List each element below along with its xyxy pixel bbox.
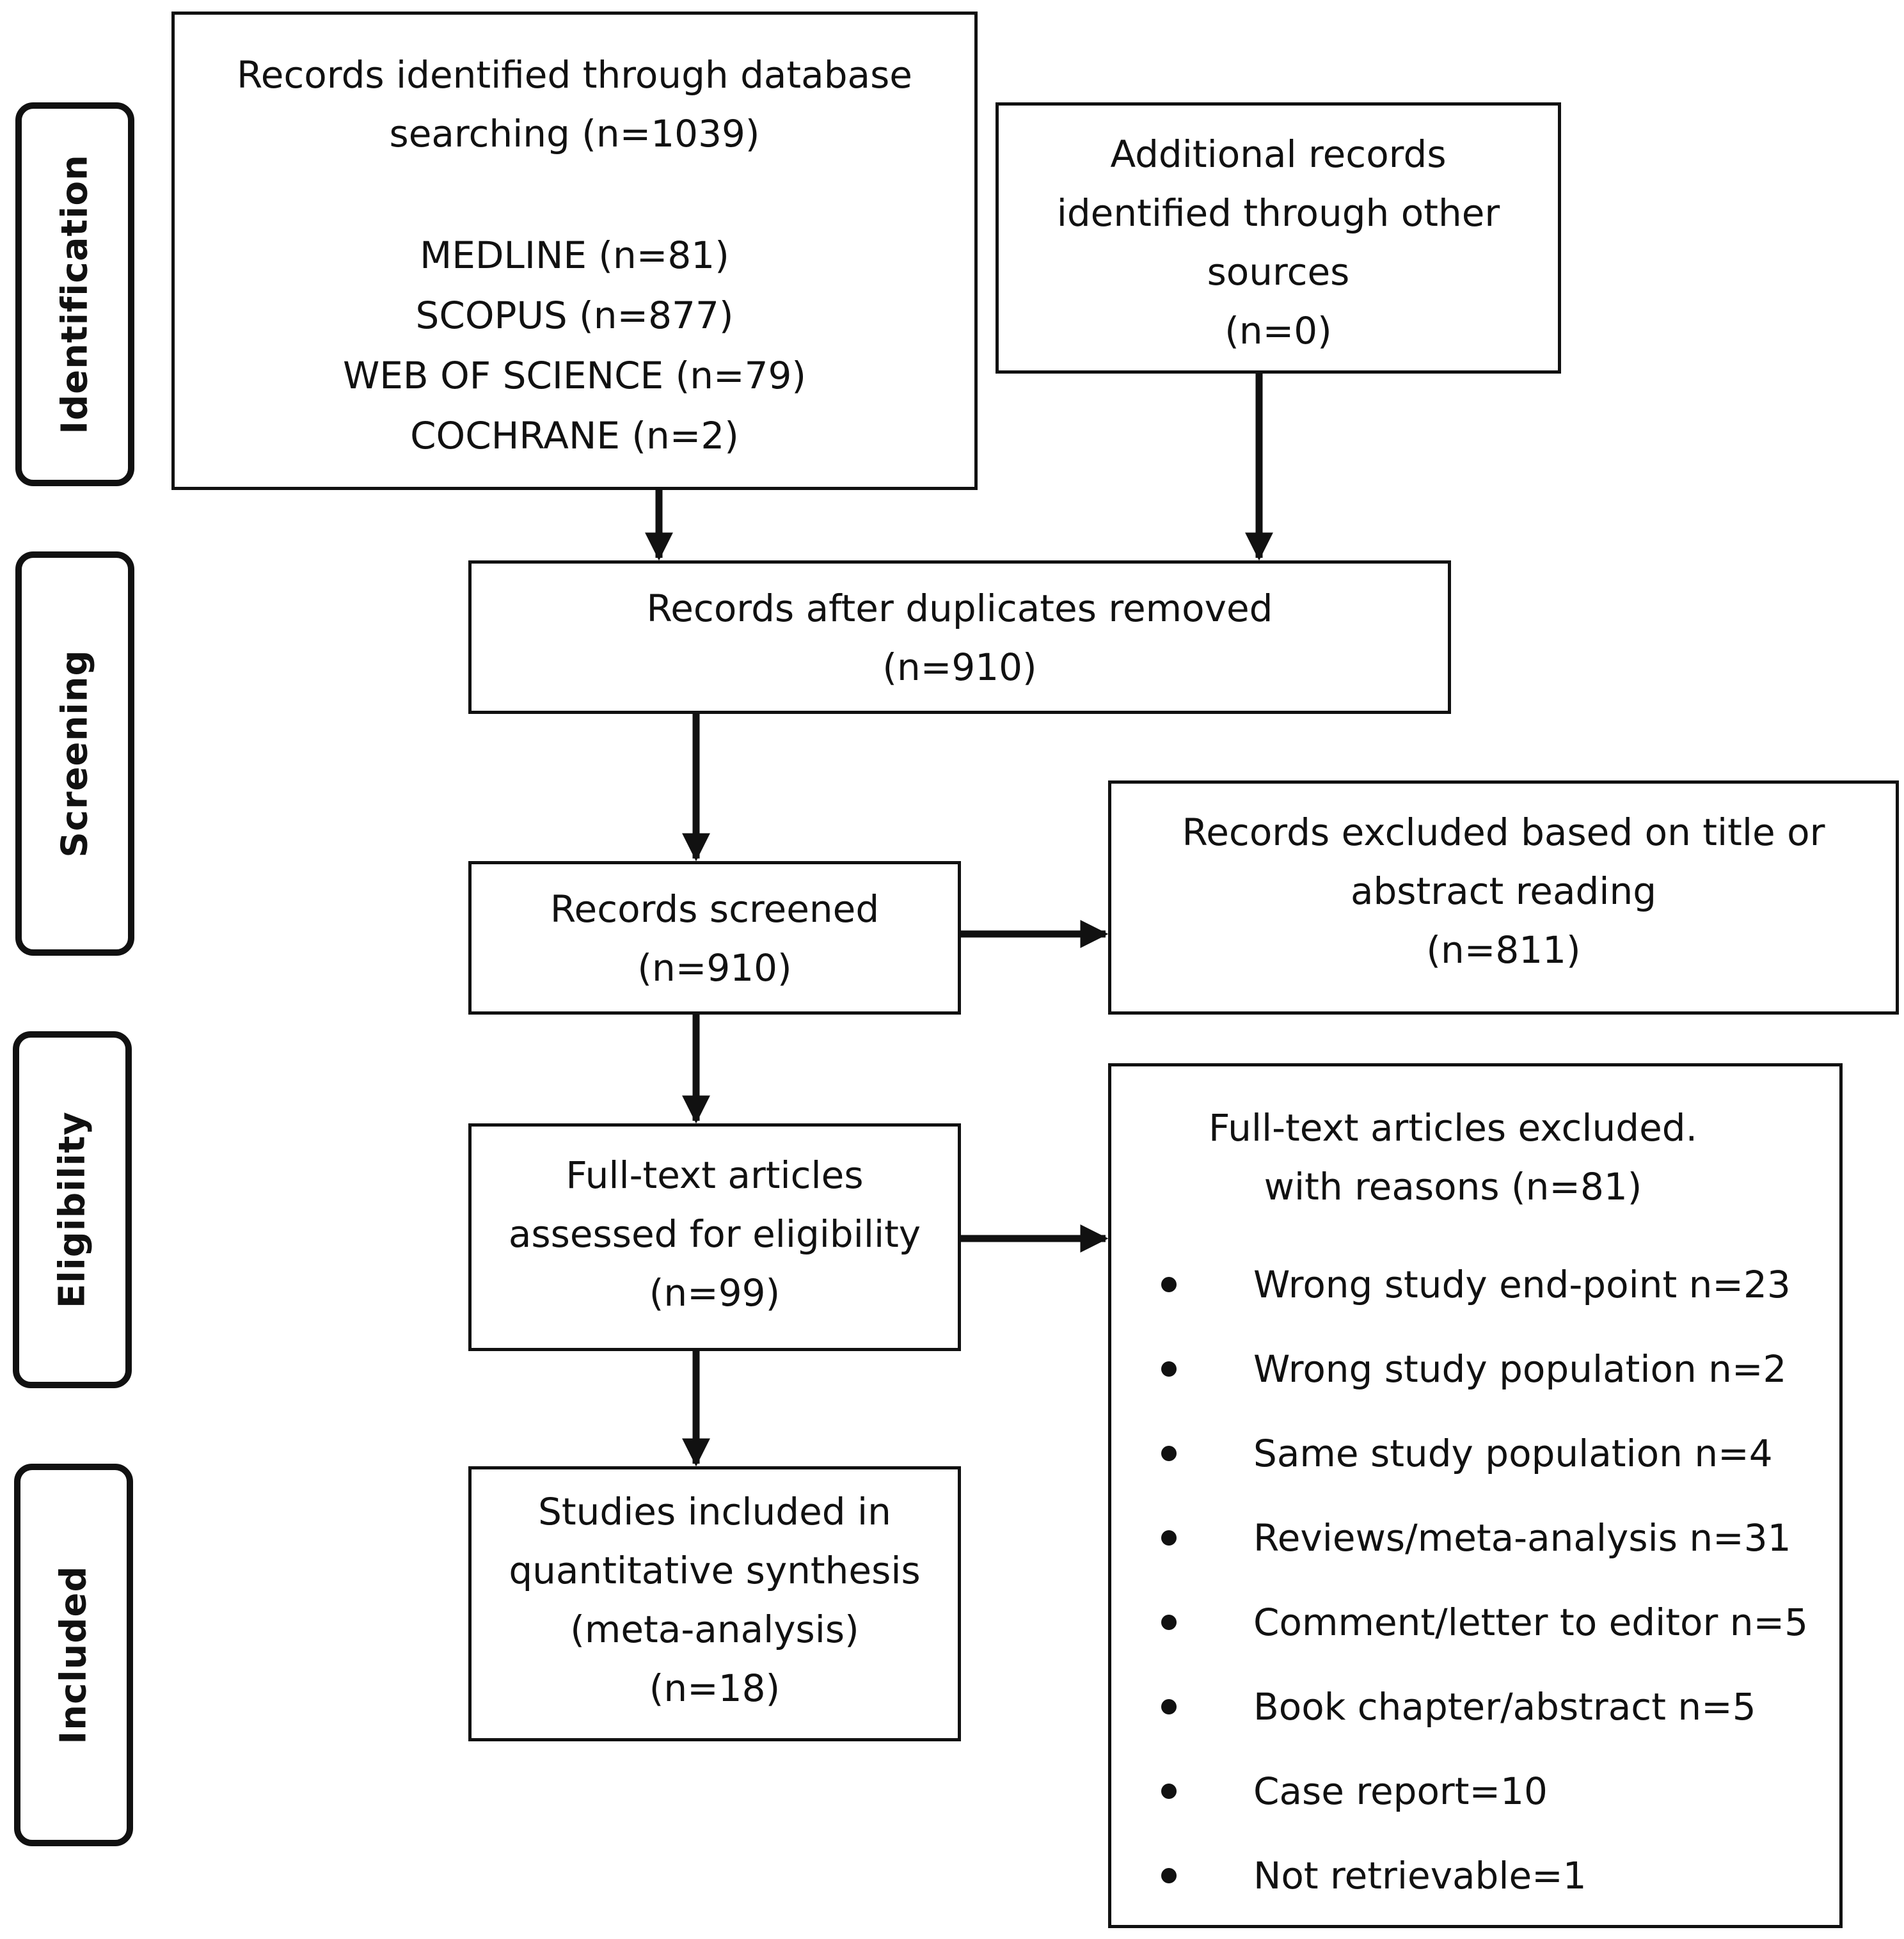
other-sources-line-1: Additional records <box>1110 132 1447 176</box>
fulltext-excluded-box: Full-text articles excluded. with reason… <box>1108 1063 1843 1928</box>
stage-screening: Screening <box>15 551 134 956</box>
records-screened-line-1: Records screened <box>550 887 880 931</box>
reason-item: Wrong study population n=2 <box>1253 1347 1787 1391</box>
bullet-dot <box>1161 1615 1177 1630</box>
database-search-line-1: Records identified through database <box>237 53 912 97</box>
reason-item: Same study population n=4 <box>1253 1432 1773 1475</box>
duplicates-removed-box: Records after duplicates removed (n=910) <box>468 560 1451 714</box>
reason-item: Reviews/meta-analysis n=31 <box>1253 1516 1791 1560</box>
duplicates-removed-line-1: Records after duplicates removed <box>646 587 1273 630</box>
records-screened-box: Records screened (n=910) <box>468 861 961 1015</box>
included-box: Studies included in quantitative synthes… <box>468 1466 961 1741</box>
bullet-dot <box>1161 1446 1177 1461</box>
database-search-box: Records identified through database sear… <box>171 12 978 490</box>
records-screened-line-2: (n=910) <box>637 946 792 990</box>
other-sources-line-2: identified through other <box>1056 191 1500 235</box>
stage-identification: Identification <box>15 102 134 486</box>
included-line-3: (meta-analysis) <box>570 1608 859 1651</box>
excluded-title-line-1: Records excluded based on title or <box>1182 811 1825 854</box>
bullet-dot <box>1161 1868 1177 1883</box>
bullet-dot <box>1161 1530 1177 1546</box>
reason-item: Comment/letter to editor n=5 <box>1253 1601 1808 1644</box>
included-line-4: (n=18) <box>649 1666 781 1710</box>
included-line-2: quantitative synthesis <box>509 1549 921 1592</box>
source-scopus: SCOPUS (n=877) <box>415 294 734 337</box>
bullet-dot <box>1161 1361 1177 1377</box>
reason-item: Case report=10 <box>1253 1769 1548 1813</box>
other-sources-line-4: (n=0) <box>1225 309 1332 352</box>
source-medline: MEDLINE (n=81) <box>420 233 729 277</box>
fulltext-excluded-line-2: with reasons (n=81) <box>1264 1165 1642 1208</box>
stage-included: Included <box>14 1464 133 1846</box>
fulltext-assessed-line-1: Full-text articles <box>566 1153 864 1197</box>
bullet-dot <box>1161 1784 1177 1799</box>
source-cochrane: COCHRANE (n=2) <box>410 414 739 457</box>
fulltext-assessed-line-2: assessed for eligibility <box>508 1212 921 1256</box>
reason-item: Not retrievable=1 <box>1253 1854 1587 1897</box>
bullet-dot <box>1161 1699 1177 1714</box>
included-line-1: Studies included in <box>538 1490 891 1533</box>
other-sources-line-3: sources <box>1207 250 1350 294</box>
database-search-line-2: searching (n=1039) <box>389 112 760 155</box>
reason-item: Wrong study end-point n=23 <box>1253 1263 1791 1306</box>
fulltext-assessed-line-3: (n=99) <box>649 1271 781 1315</box>
bullet-dot <box>1161 1277 1177 1292</box>
excluded-title-line-3: (n=811) <box>1426 928 1581 972</box>
fulltext-assessed-box: Full-text articles assessed for eligibil… <box>468 1123 961 1351</box>
duplicates-removed-line-2: (n=910) <box>882 645 1037 689</box>
other-sources-box: Additional records identified through ot… <box>996 102 1561 374</box>
reason-item: Book chapter/abstract n=5 <box>1253 1685 1756 1729</box>
excluded-title-box: Records excluded based on title or abstr… <box>1108 780 1899 1015</box>
fulltext-excluded-line-1: Full-text articles excluded. <box>1208 1106 1698 1150</box>
excluded-title-line-2: abstract reading <box>1350 869 1657 913</box>
stage-eligibility: Eligibility <box>13 1031 132 1388</box>
source-web-of-science: WEB OF SCIENCE (n=79) <box>342 354 807 397</box>
